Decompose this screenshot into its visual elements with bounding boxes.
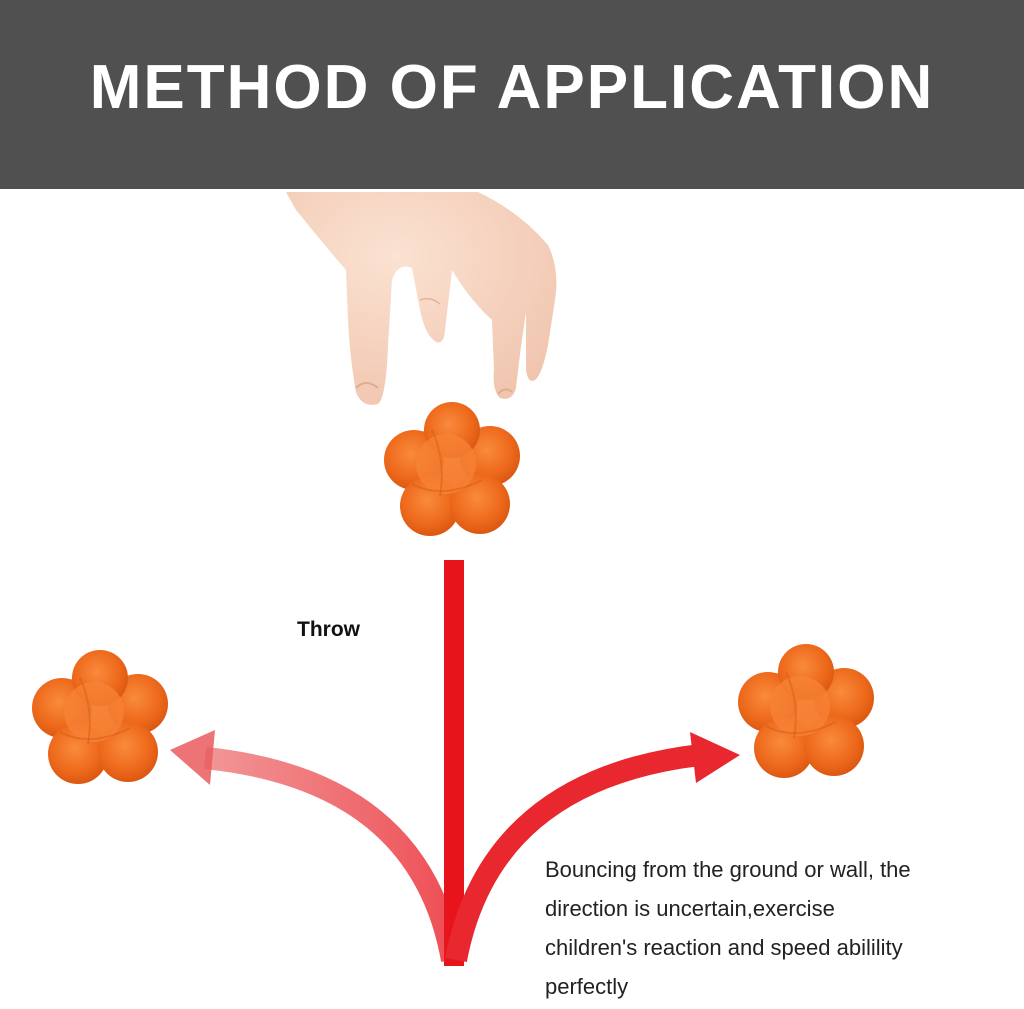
description-line: direction is uncertain,exercise — [545, 896, 835, 921]
description-line: children's reaction and speed abilility — [545, 935, 903, 960]
reaction-ball-left — [31, 649, 169, 785]
header-banner: METHOD OF APPLICATION — [0, 0, 1024, 189]
reaction-ball-top — [383, 401, 521, 537]
reaction-ball-right — [737, 643, 875, 779]
left-bounce-arrow — [170, 730, 463, 962]
description-line: Bouncing from the ground or wall, the — [545, 857, 911, 882]
right-bounce-arrow — [445, 732, 740, 963]
description-text: Bouncing from the ground or wall, the di… — [545, 850, 1005, 1006]
description-line: perfectly — [545, 974, 629, 999]
throw-arrow-shaft — [444, 560, 464, 966]
hand-illustration — [286, 192, 557, 405]
page-title: METHOD OF APPLICATION — [89, 53, 935, 122]
throw-label: Throw — [297, 618, 360, 641]
